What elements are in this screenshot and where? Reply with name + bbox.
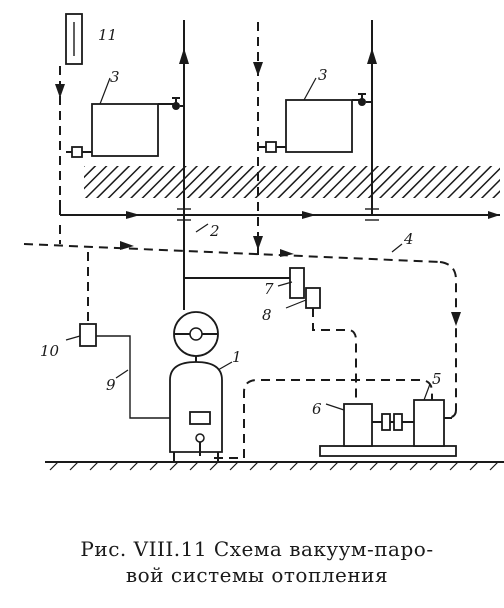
pump-6: [343, 403, 373, 447]
label-10: 10: [40, 342, 60, 360]
radiator-left: [66, 97, 184, 158]
return-arrow-bottom: [253, 236, 263, 250]
air-line-arrow: [55, 84, 65, 98]
separator-7: [289, 267, 305, 299]
air-vent-11: [65, 13, 83, 65]
caption-line-2: вой системы отопления: [125, 563, 389, 587]
boiler-1: [169, 311, 223, 462]
label-8: 8: [262, 306, 272, 324]
return-line-4: [23, 241, 461, 419]
label-3-left: 3: [110, 68, 120, 86]
label-1: 1: [232, 348, 242, 366]
steam-main: [59, 200, 500, 219]
steam-riser-right: [365, 20, 379, 221]
return-arrow-top: [253, 62, 263, 76]
radiator-right: [258, 93, 372, 153]
label-9: 9: [106, 376, 116, 394]
label-3-right: 3: [318, 66, 328, 84]
label-4: 4: [403, 230, 414, 248]
floor-slab: [84, 166, 500, 198]
regulator-10: [79, 323, 97, 347]
pump-5: [413, 399, 445, 447]
vacuum-steam-heating-diagram: 1 2 3 3 4 5 6 7 8 9 10 11: [23, 13, 504, 471]
leader-lines: [65, 77, 431, 411]
label-7: 7: [264, 280, 274, 298]
label-11: 11: [98, 26, 117, 44]
label-2: 2: [209, 222, 220, 240]
tank-8: [305, 287, 357, 400]
figure-caption: Рис. VIII.11 Схема вакуум-паро- вой сист…: [22, 536, 492, 588]
vacuum-pump-unit: [319, 399, 457, 457]
steam-riser-left: [177, 20, 191, 310]
condensate-to-pumps: [214, 379, 433, 459]
ground-line: [45, 461, 504, 471]
caption-line-1: Рис. VIII.11 Схема вакуум-паро-: [80, 537, 434, 561]
label-5: 5: [432, 370, 442, 388]
label-6: 6: [312, 400, 322, 418]
control-line: [79, 252, 192, 419]
